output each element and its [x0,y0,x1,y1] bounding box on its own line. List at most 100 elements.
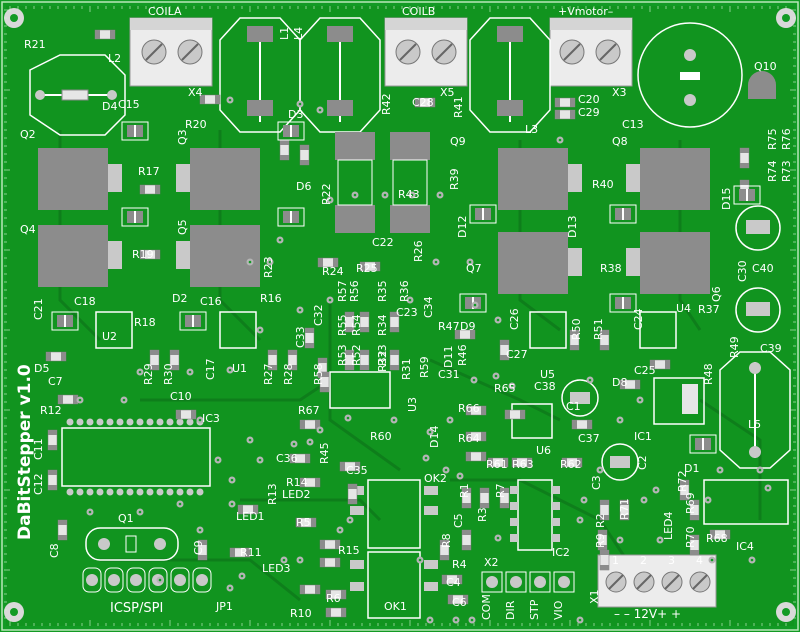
label-c3: C3 [590,475,603,490]
via-hole [470,618,474,622]
label-c10: C10 [170,390,192,403]
smd-pad [155,250,160,259]
via-hole [658,538,662,542]
label-c37: C37 [578,432,600,445]
via-hole [240,574,244,578]
via-hole [438,193,442,197]
label-r60: R60 [370,430,392,443]
label-r3: R3 [476,507,489,522]
via-hole [408,298,412,302]
smd-pad [527,458,532,467]
label-r32: R32 [376,350,389,372]
via-hole [496,536,500,540]
smd-pad [340,462,345,471]
label-c30: C30 [736,260,749,282]
smd-pad [620,500,629,505]
via-hole [598,468,602,472]
smd-pad [320,387,329,392]
via-hole [428,430,432,434]
label-r70: R70 [684,526,697,548]
via-hole [473,303,477,307]
via-hole [248,438,252,442]
smd-pad [198,540,207,545]
label-c28: C28 [412,96,434,109]
label-r67: R67 [298,404,320,417]
header-pin [486,576,498,588]
via-hole [346,416,350,420]
smd-pad [481,452,486,461]
via-hole [428,618,432,622]
label-vmotor: +Vmotor– [558,5,613,18]
label-d15: D15 [720,188,733,210]
label-r15: R15 [338,544,360,557]
via-hole [758,468,762,472]
header-x2 [481,571,575,593]
ic-pin [186,418,194,426]
resistor-r22 [335,132,375,233]
smd-pad [58,520,67,525]
label-r33: R33 [376,344,389,366]
smd-pad [555,98,560,107]
smd-pad [345,365,354,370]
diode-outline [51,311,79,331]
smd-pad [345,312,354,317]
label-c29: C29 [578,106,600,119]
smd-pad [430,98,435,107]
label-r8: R8 [440,533,453,548]
via-hole [718,468,722,472]
label-q2: Q2 [20,128,36,141]
transistor-q10 [748,71,776,99]
via-hole [418,558,422,562]
via-hole [282,558,286,562]
label-r53: R53 [336,344,349,366]
smd-pad [572,420,577,429]
label-r63: R63 [512,458,534,471]
mounting-holes [4,8,796,622]
via-hole [392,418,396,422]
via-hole [494,374,498,378]
label-u1: U1 [232,362,247,375]
label-d9: D9 [460,320,475,333]
smd-pad [415,98,420,107]
label-c13: C13 [622,118,644,131]
smd-pad [570,345,579,350]
ic-pin [126,488,134,496]
smd-pad [61,352,66,361]
resistor-r43 [390,132,430,233]
header-pin-outline [126,567,146,593]
capacitor-c13 [637,22,743,128]
smd-pad [345,327,354,332]
label-r50: R50 [570,318,583,340]
label-r25: R25 [356,262,378,275]
ic-u2 [95,311,133,349]
smd-pad [300,145,309,150]
label-u4: U4 [676,302,691,315]
smd-pad [462,488,471,493]
label-l1: L1 [278,27,291,40]
label-ic4: IC4 [736,540,754,553]
smd-pad [215,95,220,104]
smd-pad [46,352,51,361]
label-r55: R55 [336,314,349,336]
smd-pad [570,98,575,107]
via-hole [258,458,262,462]
via-hole [318,428,322,432]
label-r31: R31 [400,358,413,380]
label-u3: U3 [406,397,419,412]
smd-pad [463,595,468,604]
label-c24: C24 [632,308,645,330]
label-r30: R30 [162,363,175,385]
label-d6: D6 [296,180,311,193]
ic-pin [156,488,164,496]
smd-pad [587,420,592,429]
smd-pad [360,350,369,355]
ic-pin [106,488,114,496]
capacitor-c40 [735,205,781,251]
label-u6: U6 [536,444,551,457]
ic-pin [176,418,184,426]
via-hole [618,538,622,542]
smd-pad [455,330,460,339]
label-r54: R54 [350,314,363,336]
smd-pad [348,499,357,504]
inductor-l2 [29,54,126,136]
